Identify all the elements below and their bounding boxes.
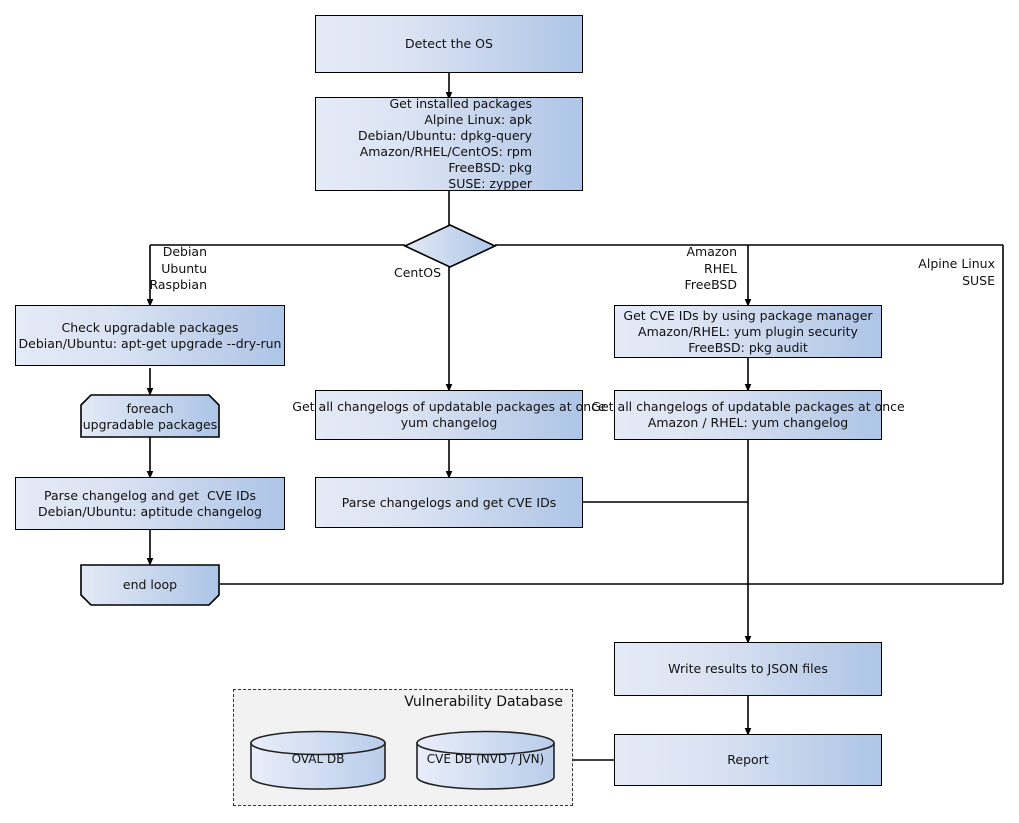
node-foreach[interactable]: foreach upgradable packages [80, 394, 220, 438]
node-get-installed-packages[interactable]: Get installed packages Alpine Linux: apk… [315, 96, 583, 191]
db-cylinder-cve-label: CVE DB (NVD / JVN) [426, 752, 545, 766]
node-changelogs-center[interactable]: Get all changelogs of updatable packages… [292, 390, 606, 440]
node-parse-changelogs-center[interactable]: Parse changelogs and get CVE IDs [315, 477, 583, 528]
node-foreach-line1: foreach [126, 401, 173, 416]
node-changelogs-right[interactable]: Get all changelogs of updatable packages… [591, 390, 905, 440]
node-parse-changelogs-center-label: Parse changelogs and get CVE IDs [341, 494, 557, 510]
node-report[interactable]: Report [614, 734, 882, 786]
branch-label-amazon: Amazon RHEL FreeBSD [684, 244, 737, 292]
branch-label-debian: Debian Ubuntu Raspbian [149, 244, 207, 292]
db-cylinder-oval[interactable] [249, 730, 387, 790]
node-check-upgradable-label: Check upgradable packages Debian/Ubuntu:… [18, 319, 282, 351]
node-end-loop-label: end loop [123, 577, 177, 592]
node-write-json-label: Write results to JSON files [668, 661, 828, 676]
node-get-cve-ids-right[interactable]: Get CVE IDs by using package manager Ama… [614, 305, 882, 358]
node-parse-changelog-left-label: Parse changelog and get CVE IDs Debian/U… [38, 487, 262, 519]
node-detect-os-label: Detect the OS [405, 36, 493, 51]
node-end-loop[interactable]: end loop [80, 564, 220, 606]
node-get-cve-ids-right-label: Get CVE IDs by using package manager Ama… [623, 307, 873, 355]
node-foreach-line2: upgradable packages [83, 417, 218, 432]
group-vulnerability-database-title: Vulnerability Database [404, 694, 563, 710]
db-cylinder-cve[interactable] [415, 730, 556, 790]
node-write-json[interactable]: Write results to JSON files [614, 642, 882, 696]
node-changelogs-center-label: Get all changelogs of updatable packages… [292, 399, 606, 430]
db-cylinder-oval-label: OVAL DB [291, 752, 345, 766]
node-check-upgradable[interactable]: Check upgradable packages Debian/Ubuntu:… [15, 305, 285, 366]
node-changelogs-right-label: Get all changelogs of updatable packages… [591, 399, 905, 430]
branch-label-centos: CentOS [393, 265, 441, 280]
node-detect-os[interactable]: Detect the OS [315, 15, 583, 73]
node-parse-changelog-left[interactable]: Parse changelog and get CVE IDs Debian/U… [15, 477, 285, 530]
node-report-label: Report [727, 752, 769, 767]
decision-diamond[interactable] [403, 223, 497, 269]
branch-label-alpine: Alpine Linux SUSE [918, 256, 995, 288]
node-get-installed-packages-label: Get installed packages Alpine Linux: apk… [357, 96, 533, 191]
